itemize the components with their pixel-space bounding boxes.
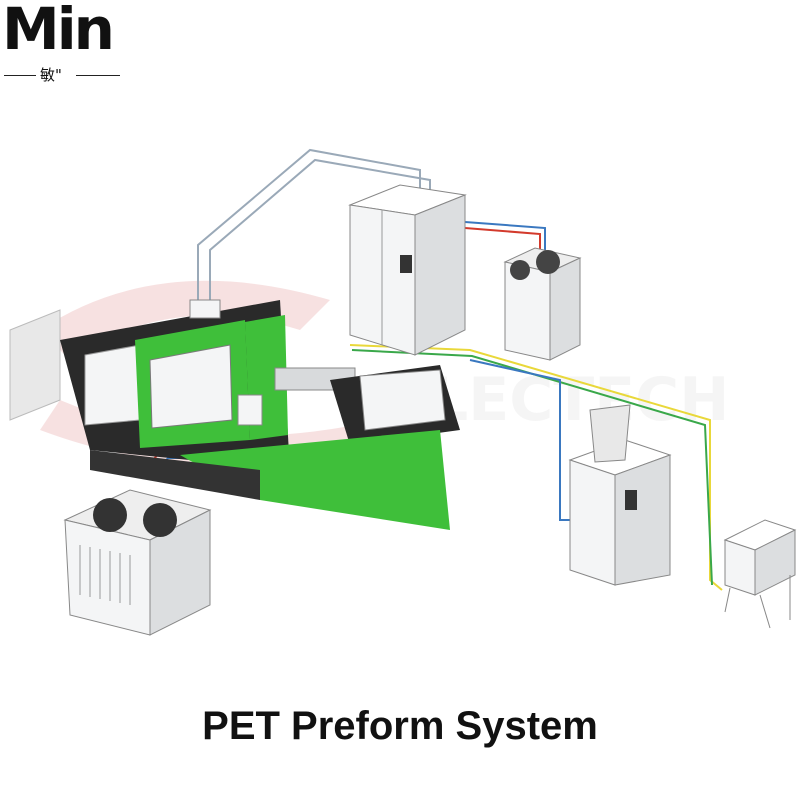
crystallizer-dryer (568, 404, 672, 586)
logo-wordmark: Min (2, 0, 115, 63)
brand-logo: Min 敏" (0, 0, 130, 95)
caption-title: PET Preform System (202, 704, 598, 748)
control-panel-icon (625, 490, 637, 510)
fan-icon (510, 260, 530, 280)
logo-rule-right (76, 75, 120, 76)
svg-text:LECTECH: LECTECH (430, 365, 729, 435)
control-panel-icon (400, 255, 412, 273)
fan-icon (143, 503, 177, 537)
fan-icon (93, 498, 127, 532)
fan-icon (536, 250, 560, 274)
dehumidifying-dryer (348, 184, 467, 356)
conveying-duct (197, 148, 431, 300)
injection-molding-machine (9, 299, 460, 530)
logo-rule-left (4, 75, 36, 76)
large-chiller (63, 489, 212, 636)
small-chiller (503, 247, 582, 361)
material-box (723, 519, 797, 629)
logo-subtitle: 敏" (40, 66, 62, 84)
